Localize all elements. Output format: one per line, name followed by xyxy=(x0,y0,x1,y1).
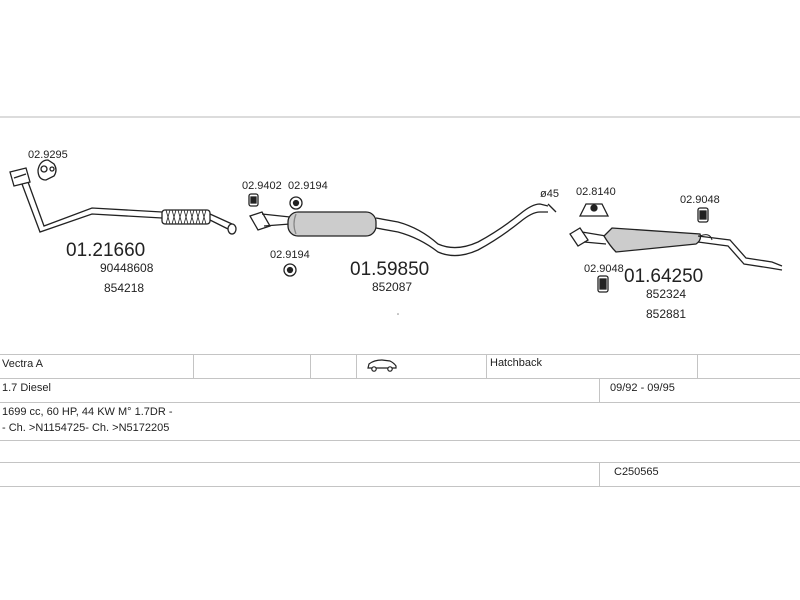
car-icon xyxy=(366,358,398,372)
vehicle-info-table: Vectra A Hatchback 1.7 Diesel 09/92 - 09… xyxy=(0,354,800,488)
table-line xyxy=(0,486,800,487)
table-divider xyxy=(599,378,600,402)
clamp-icon xyxy=(283,263,297,277)
pipe-diameter-label: ø45 xyxy=(540,188,559,200)
front-pipe xyxy=(9,167,237,235)
hanger-icon xyxy=(37,159,57,181)
table-divider xyxy=(599,462,600,486)
table-line xyxy=(0,462,800,463)
rear-silencer xyxy=(569,227,783,271)
engine: 1.7 Diesel xyxy=(2,382,51,394)
body-type: Hatchback xyxy=(490,357,542,369)
part-code-front-pipe: 01.21660 xyxy=(66,240,145,261)
part-code-front-hanger: 02.9295 xyxy=(28,149,68,161)
diagram-dot xyxy=(397,313,399,315)
middle-silencer xyxy=(249,203,557,257)
part-code-rear-mount: 02.8140 xyxy=(576,186,616,198)
catalog-code: C250565 xyxy=(614,466,659,478)
ref-front-pipe-2: 854218 xyxy=(104,281,144,295)
ref-rear-silencer-1: 852324 xyxy=(646,287,686,301)
table-line xyxy=(0,440,800,441)
production-years: 09/92 - 09/95 xyxy=(610,382,675,394)
ref-front-pipe-1: 90448608 xyxy=(100,261,154,275)
table-divider xyxy=(193,354,194,378)
part-code-middle-silencer: 01.59850 xyxy=(350,259,429,280)
part-code-rear-hanger-bottom: 02.9048 xyxy=(584,263,624,275)
part-code-rear-hanger-top: 02.9048 xyxy=(680,194,720,206)
part-code-clamp-b-top: 02.9194 xyxy=(288,180,328,192)
hanger-icon xyxy=(597,275,609,293)
vehicle-model: Vectra A xyxy=(2,358,43,370)
hanger-icon xyxy=(697,207,709,223)
table-line xyxy=(0,354,800,355)
clamp-icon xyxy=(289,196,303,210)
table-divider xyxy=(697,354,698,378)
exhaust-system-diagram: 02.9295 01.21660 90448608 854218 02.9402… xyxy=(0,116,800,321)
chassis-range: - Ch. >N1154725- Ch. >N5172205 xyxy=(2,422,170,434)
table-line xyxy=(0,402,800,403)
table-divider xyxy=(356,354,357,378)
part-code-clamp-b-bottom: 02.9194 xyxy=(270,249,310,261)
part-code-rear-silencer: 01.64250 xyxy=(624,266,703,287)
part-code-clamp-a: 02.9402 xyxy=(242,180,282,192)
mount-icon xyxy=(578,203,610,217)
clamp-icon xyxy=(248,193,259,207)
table-line xyxy=(0,378,800,379)
ref-middle-silencer: 852087 xyxy=(372,280,412,294)
table-divider xyxy=(486,354,487,378)
engine-spec: 1699 cc, 60 HP, 44 KW M° 1.7DR - xyxy=(2,406,173,418)
table-divider xyxy=(310,354,311,378)
ref-rear-silencer-2: 852881 xyxy=(646,307,686,321)
